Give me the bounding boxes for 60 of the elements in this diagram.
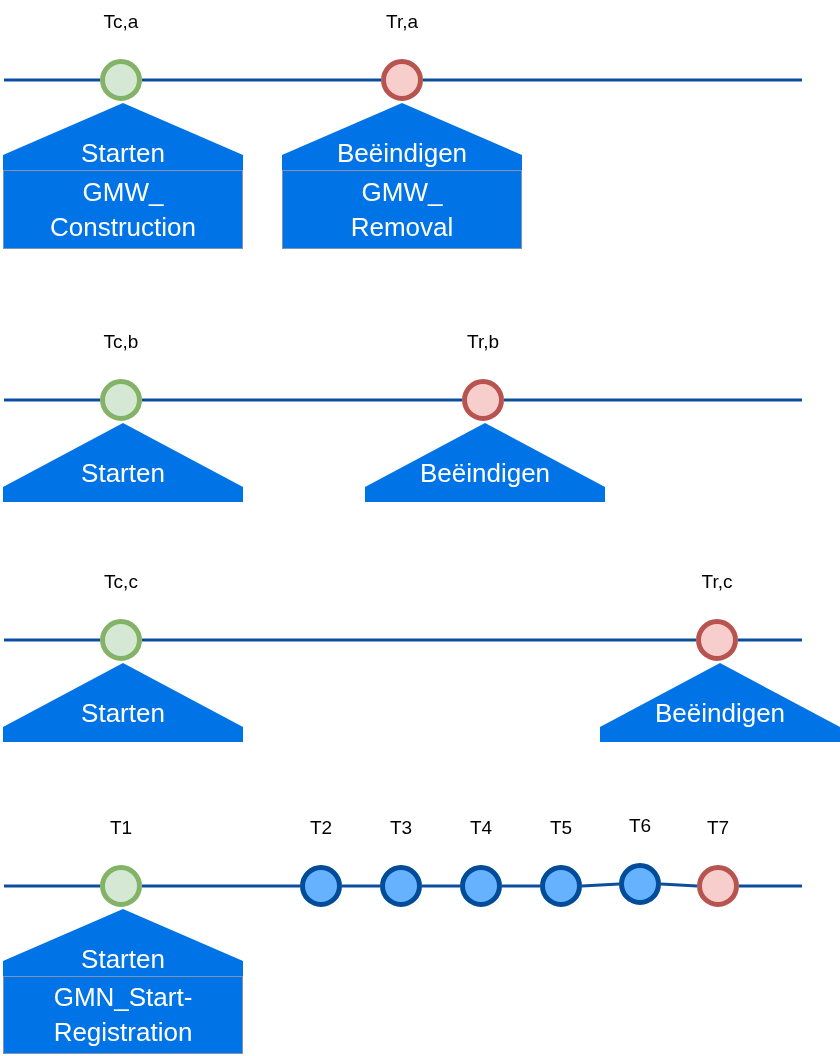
event-marker: [365, 423, 605, 502]
time-label: Tr,b: [467, 331, 499, 353]
milestone-circle: [381, 59, 423, 101]
time-label: Tr,a: [386, 11, 418, 33]
milestone-circle: [619, 863, 661, 905]
time-label: T6: [628, 815, 652, 837]
event-marker: [3, 423, 243, 502]
message-label: GMW_ Construction: [49, 175, 197, 244]
milestone-circle: [540, 865, 582, 907]
timeline-line: [660, 882, 698, 888]
event-label: Starten: [81, 698, 165, 728]
timeline-line: [4, 638, 100, 642]
milestone-circle: [697, 865, 739, 907]
timeline-line: [142, 398, 462, 402]
milestone-circle: [462, 379, 504, 421]
milestone-circle: [300, 865, 342, 907]
time-label: Tc,b: [103, 331, 139, 353]
milestone-circle: [380, 865, 422, 907]
timeline-line: [504, 398, 802, 402]
milestone-circle: [100, 379, 142, 421]
event-marker: [3, 103, 243, 249]
event-label: Starten: [81, 944, 165, 974]
timeline-line: [142, 638, 696, 642]
event-label: Starten: [81, 458, 165, 488]
timeline-line: [4, 78, 100, 82]
event-marker: [3, 663, 243, 742]
timeline-line: [581, 882, 620, 888]
event-label: Starten: [81, 138, 165, 168]
timeline-line: [502, 884, 540, 888]
event-marker: [3, 909, 243, 1054]
milestone-circle: [100, 865, 142, 907]
event-marker: [600, 663, 840, 742]
milestone-circle: [460, 865, 502, 907]
time-label: T1: [109, 817, 133, 839]
timeline-line: [422, 884, 460, 888]
timeline-line: [739, 884, 802, 888]
milestone-circle: [100, 59, 142, 101]
timeline-line: [423, 78, 802, 82]
time-label: T7: [706, 817, 730, 839]
timeline-line: [342, 884, 380, 888]
milestone-circle: [696, 619, 738, 661]
event-label: Beëindigen: [336, 138, 468, 168]
timeline-line: [142, 78, 381, 82]
event-label: Beëindigen: [654, 698, 786, 728]
time-label: T3: [389, 817, 413, 839]
timeline-line: [738, 638, 802, 642]
event-marker: [282, 103, 522, 249]
milestone-circle: [100, 619, 142, 661]
event-label: Beëindigen: [419, 458, 551, 488]
time-label: T5: [549, 817, 573, 839]
message-label: GMN_Start-Registration: [52, 981, 194, 1049]
timeline-line: [142, 884, 300, 888]
time-label: Tr,c: [701, 571, 733, 593]
time-label: T4: [469, 817, 493, 839]
timeline-line: [4, 884, 100, 888]
timeline-line: [4, 398, 100, 402]
time-label: Tc,a: [103, 11, 139, 33]
time-label: Tc,c: [104, 571, 138, 593]
message-label: GMW_ Removal: [349, 175, 455, 244]
time-label: T2: [309, 817, 333, 839]
